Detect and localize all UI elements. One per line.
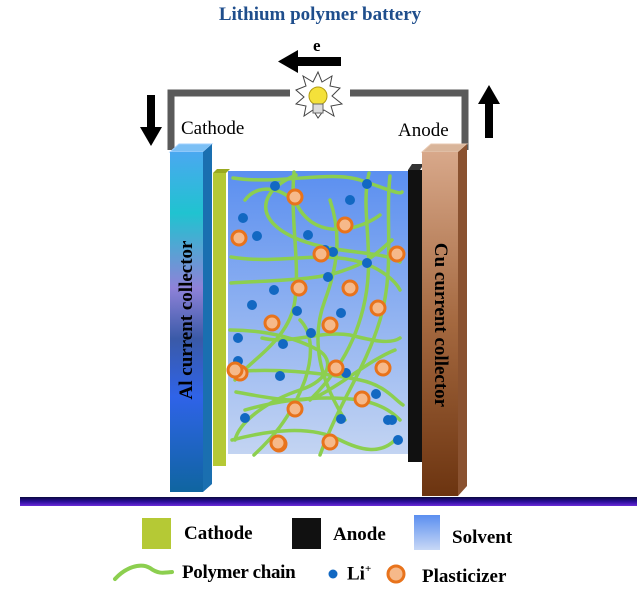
anode-label: Anode xyxy=(398,120,449,141)
li-ion xyxy=(278,339,288,349)
plasticizer xyxy=(321,433,339,451)
legend-anode-label: Anode xyxy=(333,524,386,545)
legend-polymer-chain-label: Polymer chain xyxy=(182,562,296,583)
li-ion xyxy=(345,195,355,205)
plasticizer xyxy=(269,434,287,452)
li-ion xyxy=(387,415,397,425)
polymer-chain xyxy=(231,174,404,195)
plasticizer xyxy=(263,314,281,332)
legend-plasticizer-label: Plasticizer xyxy=(422,566,507,587)
li-ion xyxy=(233,333,243,343)
plasticizer xyxy=(374,359,392,377)
li-ion xyxy=(238,213,248,223)
legend-plasticizer-icon xyxy=(386,564,406,584)
polymer-chain xyxy=(308,171,371,402)
legend-cathode-label: Cathode xyxy=(184,523,253,544)
li-ion xyxy=(269,285,279,295)
polymer-chain xyxy=(230,428,397,452)
circuit-wire-left xyxy=(167,89,290,150)
plasticizer xyxy=(341,279,359,297)
cu-collector-label: Cu current collector xyxy=(430,242,451,408)
legend-anode-swatch xyxy=(292,518,321,549)
polymer-chain xyxy=(229,255,402,292)
li-ion-charge: + xyxy=(364,563,372,575)
plasticizer xyxy=(286,188,304,206)
baseline-bar xyxy=(20,497,637,506)
li-ion xyxy=(362,258,372,268)
polymer-chain xyxy=(233,170,299,382)
polymer-chain xyxy=(318,174,392,457)
li-ion xyxy=(240,413,250,423)
anode-plate xyxy=(408,164,424,462)
li-ion xyxy=(292,306,302,316)
diagram-title: Lithium polymer battery xyxy=(218,4,422,25)
li-ion xyxy=(303,230,313,240)
plasticizer xyxy=(290,279,308,297)
al-collector-label: Al current collector xyxy=(176,240,197,400)
cu-current-collector xyxy=(420,143,469,496)
li-ion xyxy=(306,328,316,338)
li-ion xyxy=(393,435,403,445)
li-ion xyxy=(247,300,257,310)
li-ion xyxy=(328,247,338,257)
plasticizer xyxy=(388,245,406,263)
up-arrow-icon xyxy=(478,85,500,138)
plasticizer xyxy=(226,361,244,379)
li-ion xyxy=(336,308,346,318)
legend-cathode-swatch xyxy=(142,518,171,549)
legend-polymer-chain-icon xyxy=(113,563,174,581)
legend-li-ion-icon xyxy=(328,569,338,579)
plasticizer xyxy=(321,316,339,334)
li-ion xyxy=(252,231,262,241)
li-ion xyxy=(362,179,372,189)
li-ion xyxy=(323,272,333,282)
li-ion xyxy=(275,371,285,381)
li-ion-text: Li xyxy=(347,563,365,585)
li-ion xyxy=(336,414,346,424)
polymer-chain xyxy=(228,328,330,442)
plasticizer xyxy=(230,229,248,247)
plasticizer xyxy=(369,299,387,317)
legend-li-ion-label: Li+ xyxy=(347,563,371,585)
light-bulb-icon xyxy=(294,70,344,119)
li-ion xyxy=(270,181,280,191)
down-arrow-icon xyxy=(140,95,162,146)
plasticizer xyxy=(327,359,345,377)
polymer-chain xyxy=(234,348,397,402)
polymer-chain xyxy=(316,198,347,422)
plasticizer xyxy=(336,216,354,234)
legend-solvent-swatch xyxy=(414,515,440,550)
legend-solvent-label: Solvent xyxy=(452,527,513,548)
plasticizer xyxy=(312,245,330,263)
polymer-chain xyxy=(243,187,382,232)
cathode-label: Cathode xyxy=(181,118,245,139)
electron-flow-arrow-icon xyxy=(278,50,341,73)
polymer-chain xyxy=(229,238,394,285)
al-current-collector xyxy=(168,143,214,492)
plasticizers xyxy=(226,188,406,453)
plasticizer xyxy=(353,390,371,408)
electron-label: e xyxy=(313,36,321,55)
circuit-wire-right xyxy=(350,89,469,150)
cathode-plate xyxy=(213,169,230,466)
li-ion xyxy=(371,389,381,399)
plasticizer xyxy=(286,400,304,418)
